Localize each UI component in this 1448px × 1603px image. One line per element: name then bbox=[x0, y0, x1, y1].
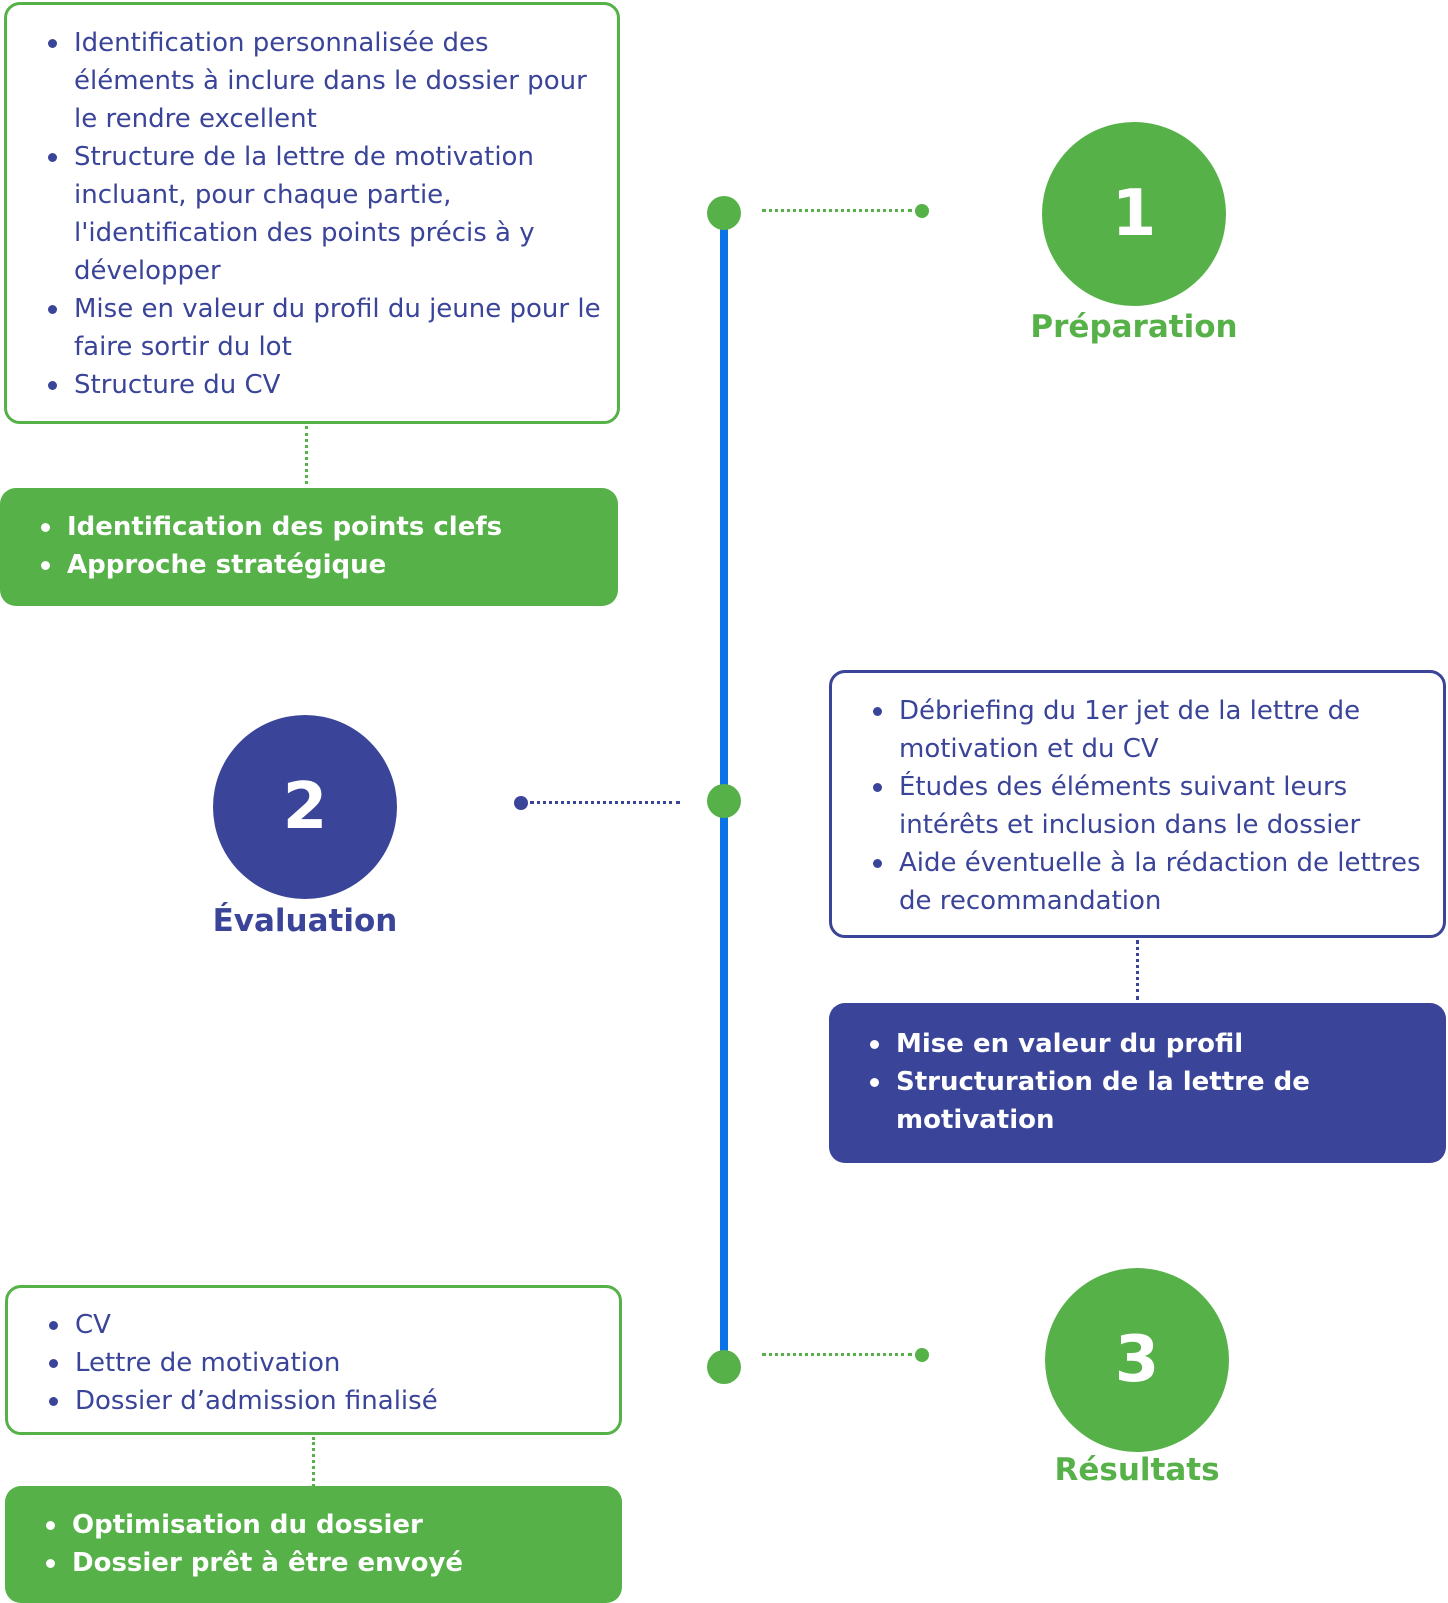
step-2-highlight-item: Structuration de la lettre de motivation bbox=[829, 1063, 1446, 1139]
step-2-highlights-box: Mise en valeur du profil Structuration d… bbox=[829, 1003, 1446, 1163]
timeline-node-3 bbox=[707, 1350, 741, 1384]
step-3-label: Résultats bbox=[1054, 1452, 1220, 1488]
step-1-label: Préparation bbox=[1030, 309, 1238, 345]
timeline-node-2 bbox=[707, 784, 741, 818]
step-1-detail-item: Structure de la lettre de motivation inc… bbox=[7, 138, 617, 290]
step-1-highlight-item: Approche stratégique bbox=[0, 546, 618, 584]
step-3-highlights-box: Optimisation du dossier Dossier prêt à ê… bbox=[5, 1486, 622, 1603]
step-3-detail-item: Lettre de motivation bbox=[8, 1344, 619, 1382]
connector-step-1 bbox=[762, 209, 912, 212]
step-3-box-connector bbox=[312, 1437, 315, 1487]
step-1-details-box: Identification personnalisée des élément… bbox=[4, 2, 620, 424]
step-1-circle: 1 bbox=[1042, 122, 1226, 306]
connector-step-3 bbox=[762, 1353, 912, 1356]
step-1-box-connector bbox=[305, 426, 308, 484]
step-3-details-box: CV Lettre de motivation Dossier d’admiss… bbox=[5, 1285, 622, 1435]
step-3-detail-item: Dossier d’admission finalisé bbox=[8, 1382, 619, 1420]
step-3-highlight-item: Optimisation du dossier bbox=[5, 1506, 622, 1544]
step-2-highlight-item: Mise en valeur du profil bbox=[829, 1025, 1446, 1063]
step-3-detail-item: CV bbox=[8, 1306, 619, 1344]
step-2-detail-item: Débriefing du 1er jet de la lettre de mo… bbox=[832, 692, 1443, 768]
step-3-highlight-item: Dossier prêt à être envoyé bbox=[5, 1544, 622, 1582]
step-2-detail-item: Aide éventuelle à la rédaction de lettre… bbox=[832, 844, 1443, 920]
step-2-box-connector bbox=[1136, 940, 1139, 1000]
step-2-details-box: Débriefing du 1er jet de la lettre de mo… bbox=[829, 670, 1446, 938]
connector-end-dot-3 bbox=[915, 1348, 929, 1362]
step-2-circle: 2 bbox=[213, 715, 397, 899]
step-2-number: 2 bbox=[282, 770, 328, 844]
step-2-detail-item: Études des éléments suivant leurs intérê… bbox=[832, 768, 1443, 844]
step-1-number: 1 bbox=[1111, 177, 1157, 251]
step-1-detail-item: Structure du CV bbox=[7, 366, 617, 404]
step-1-highlights-box: Identification des points clefs Approche… bbox=[0, 488, 618, 606]
step-1-detail-item: Mise en valeur du profil du jeune pour l… bbox=[7, 290, 617, 366]
connector-end-dot-1 bbox=[915, 204, 929, 218]
step-3-number: 3 bbox=[1114, 1323, 1160, 1397]
timeline-node-1 bbox=[707, 196, 741, 230]
connector-step-2 bbox=[530, 801, 680, 804]
step-3-circle: 3 bbox=[1045, 1268, 1229, 1452]
step-1-highlight-item: Identification des points clefs bbox=[0, 508, 618, 546]
step-1-detail-item: Identification personnalisée des élément… bbox=[7, 24, 617, 138]
step-2-label: Évaluation bbox=[212, 903, 398, 939]
connector-end-dot-2 bbox=[514, 796, 528, 810]
